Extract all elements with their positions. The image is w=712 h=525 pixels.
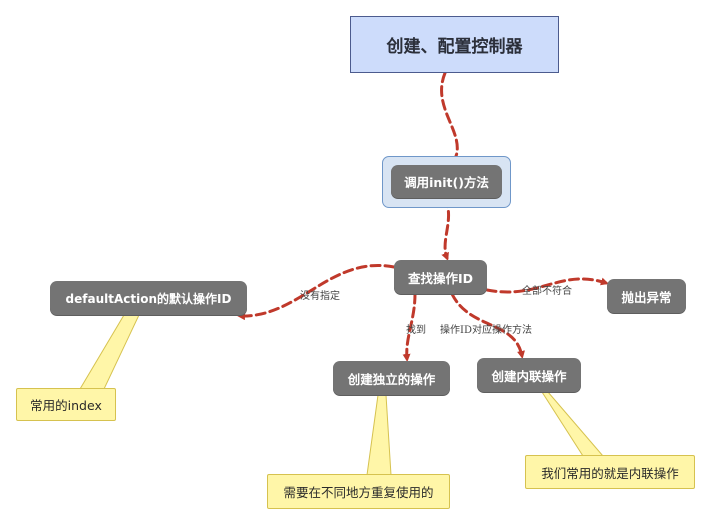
callout-tail-common-index <box>79 314 140 390</box>
start-node: 创建、配置控制器 <box>350 16 559 73</box>
edge-label-none-match: 全部不符合 <box>522 286 572 297</box>
edge-find-to-inline <box>450 292 525 359</box>
throw-exception-node: 抛出异常 <box>607 279 686 313</box>
standalone-action-node: 创建独立的操作 <box>333 361 450 395</box>
edge-find-to-default <box>237 264 396 321</box>
edge-label-method-matches: 操作ID对应操作方法 <box>440 325 532 336</box>
edge-start-to-init <box>440 71 460 166</box>
edge-find-to-throw <box>485 277 609 294</box>
note-common-index: 常用的index <box>16 388 116 421</box>
edge-find-to-standalone <box>402 292 417 362</box>
edge-label-found: 找到 <box>406 325 426 336</box>
note-reuse: 需要在不同地方重复使用的 <box>267 474 450 509</box>
callout-tail-reuse <box>366 394 392 476</box>
inline-action-node: 创建内联操作 <box>477 358 581 392</box>
init-node: 调用init()方法 <box>391 165 502 198</box>
callout-tail-inline <box>541 391 605 457</box>
edge-label-not-specified: 没有指定 <box>300 291 340 302</box>
note-we-use-inline: 我们常用的就是内联操作 <box>525 455 695 489</box>
default-action-node: defaultAction的默认操作ID <box>50 281 247 315</box>
find-action-node: 查找操作ID <box>394 260 487 294</box>
